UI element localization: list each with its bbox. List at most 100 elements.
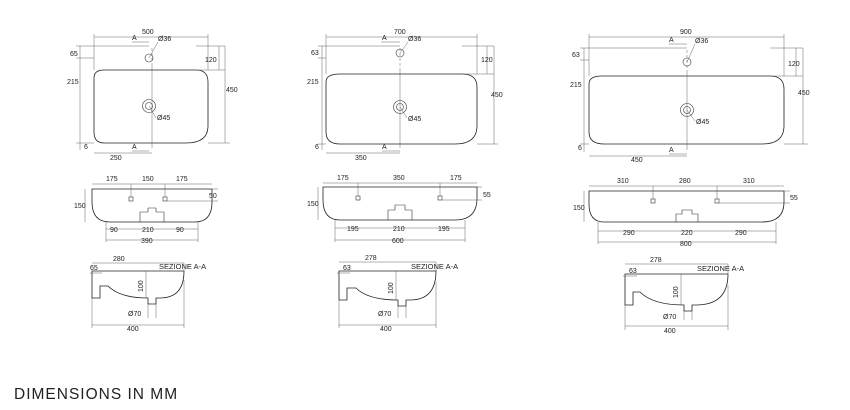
basin-700-front-bracket-left-label: 195 [347,226,359,233]
basin-900-section-a-top: A [669,37,674,44]
basin-700-drain [393,100,407,114]
basin-700-section-view: 278 SEZIONE A-A 63 100 Ø70 400 [337,255,458,333]
basin-900-drain-label: Ø45 [696,119,709,126]
basin-700-group: 700 A Ø36 Ø45 A 63 215 6 350 120 450 [307,29,503,333]
basin-900-drain-depth-label: 215 [570,82,582,89]
basin-500-tap-offset-label: 65 [70,51,78,58]
basin-700-front-hole-left-label: 175 [337,175,349,182]
basin-900-top-outline [588,75,785,145]
basin-900-section-bowl-label: 100 [673,286,680,298]
basin-900-section-title: SEZIONE A-A [697,264,744,273]
basin-500-section-waste-label: Ø70 [128,311,141,318]
basin-500-front-bracket-mid-label: 210 [142,227,154,234]
basin-900-section-a-bottom: A [669,147,674,154]
basin-700-tap-hole [395,48,405,58]
basin-900-front-bracket-left-label: 290 [623,230,635,237]
basin-700-half-width-label: 350 [355,155,367,162]
basin-700-width-label: 700 [394,29,406,36]
basin-500-rear-band-label: 120 [205,57,217,64]
basin-700-section-a-top: A [382,35,387,42]
basin-700-front-hole-height-label: 55 [483,192,491,199]
basin-700-drain-label: Ø45 [408,116,421,123]
basin-700-rear-band-label: 120 [481,57,493,64]
basin-500-section-a-top: A [132,35,137,42]
basin-500-front-hole-height-label: 50 [209,193,217,200]
basin-700-section-outline [338,270,437,307]
dimensions-caption: DIMENSIONS IN MM [14,386,179,403]
basin-700-tap-offset-label: 63 [311,50,319,57]
basin-500-tap-hole [144,53,154,63]
basin-900-section-waste-label: Ø70 [663,314,676,321]
basin-900-section-depth-label: 278 [650,257,662,264]
basin-500-tap-hole-label: Ø36 [158,36,171,43]
basin-900-front-height-label: 150 [573,205,585,212]
basin-700-front-overall-label: 600 [392,238,404,245]
basin-500-section-outline [91,270,185,305]
basin-700-drain-depth-label: 215 [307,79,319,86]
basin-900-section-overall-label: 400 [664,328,676,335]
basin-500-section-bowl-label: 100 [138,280,145,292]
basin-500-width-label: 500 [142,29,154,36]
basin-900-depth-label: 450 [798,90,810,97]
basin-500-front-bracket-left-label: 90 [110,227,118,234]
basin-500-section-overall-label: 400 [127,326,139,333]
basin-900-front-hole-left-label: 310 [617,178,629,185]
basin-700-front-bracket-mid-label: 210 [393,226,405,233]
basin-700-front-bracket-right-label: 195 [438,226,450,233]
basin-900-top-view: 900 A Ø36 Ø45 A 63 215 6 450 120 450 [570,29,810,164]
basin-700-front-outline [322,186,478,221]
basin-900-front-view: 310 280 310 150 55 290 220 290 800 [573,178,798,248]
basin-700-depth-label: 450 [491,92,503,99]
basin-500-front-outline [91,188,213,223]
basin-900-front-bracket-right-label: 290 [735,230,747,237]
basin-500-top-view: 500 A Ø36 Ø45 A 65 215 6 250 120 [67,29,238,162]
basin-900-group: 900 A Ø36 Ø45 A 63 215 6 450 120 450 [570,29,810,335]
basin-500-top-outline [93,69,209,144]
basin-900-tap-offset-label: 63 [572,52,580,59]
basin-500-half-width-label: 250 [110,155,122,162]
basin-700-front-height-label: 150 [307,201,319,208]
basin-500-front-hole-right-label: 175 [176,176,188,183]
basin-500-drain-depth-label: 215 [67,79,79,86]
basin-700-section-overall-label: 400 [380,326,392,333]
basin-500-drain-label: Ø45 [157,115,170,122]
basin-500-front-view: 175 150 175 150 50 90 210 90 390 [74,176,218,245]
basin-900-section-outline [624,273,729,312]
basin-500-section-title: SEZIONE A-A [159,262,206,271]
basin-900-corner-label: 6 [578,145,582,152]
basin-700-front-hole-right-label: 175 [450,175,462,182]
basin-900-tap-hole [682,57,692,67]
basin-700-section-depth-label: 278 [365,255,377,262]
basin-900-drain [680,103,694,117]
basin-900-section-view: 278 SEZIONE A-A 63 100 Ø70 400 [623,257,744,335]
basin-900-width-label: 900 [680,29,692,36]
basin-500-depth-label: 450 [226,87,238,94]
basin-900-half-width-label: 450 [631,157,643,164]
basin-500-group: 500 A Ø36 Ø45 A 65 215 6 250 120 [67,29,238,333]
basin-500-drain [142,99,156,113]
basin-500-front-bracket-right-label: 90 [176,227,184,234]
basin-700-section-bowl-label: 100 [388,282,395,294]
basin-500-corner-label: 6 [84,144,88,151]
basin-900-section-rim-label: 63 [629,268,637,275]
basin-700-tap-hole-label: Ø36 [408,36,421,43]
basin-900-front-hole-right-label: 310 [743,178,755,185]
basin-700-top-view: 700 A Ø36 Ø45 A 63 215 6 350 120 450 [307,29,503,162]
basin-500-section-a-bottom: A [132,144,137,151]
basin-900-front-hole-mid-label: 280 [679,178,691,185]
basin-900-front-hole-height-label: 55 [790,195,798,202]
basin-900-tap-hole-label: Ø36 [695,38,708,45]
basin-500-front-hole-left-label: 175 [106,176,118,183]
basin-700-corner-label: 6 [315,144,319,151]
basin-900-front-bracket-mid-label: 220 [681,230,693,237]
basin-500-section-view: 280 SEZIONE A-A 65 100 Ø70 400 [90,256,206,333]
basin-500-section-rim-label: 65 [90,265,98,272]
basin-500-front-overall-label: 390 [141,238,153,245]
basin-700-section-title: SEZIONE A-A [411,262,458,271]
basin-700-front-view: 175 350 175 150 55 195 210 195 600 [307,175,491,245]
basin-500-section-depth-label: 280 [113,256,125,263]
basin-700-section-a-bottom: A [382,144,387,151]
basin-900-front-outline [588,190,785,223]
basin-900-front-overall-label: 800 [680,241,692,248]
